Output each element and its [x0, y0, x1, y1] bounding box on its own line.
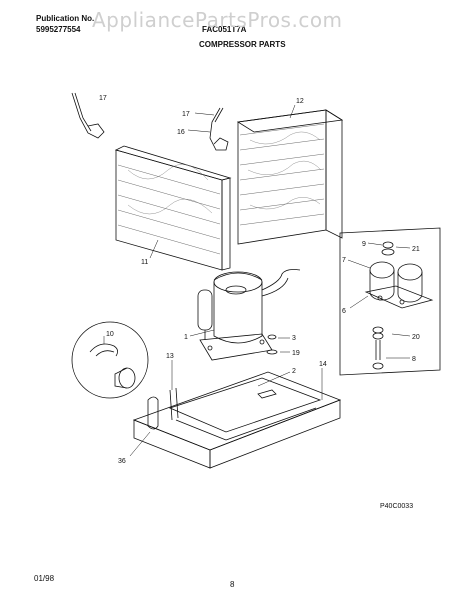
- callout-8: 8: [412, 356, 416, 363]
- diagram-code: P40C0033: [380, 503, 413, 510]
- evaporator-coil: [236, 109, 344, 245]
- callout-labels: 17 12 17 16 11 9 21 7 6 20 8 1 3 19 10 1…: [99, 95, 420, 465]
- callout-14: 14: [319, 361, 327, 368]
- leader-lines: [103, 104, 411, 457]
- callout-1: 1: [184, 334, 188, 341]
- callout-13: 13: [166, 353, 174, 360]
- capillary-tube: [209, 107, 229, 151]
- capillary-inset: [71, 92, 105, 139]
- callout-36: 36: [118, 458, 126, 465]
- watermark: AppliancePartsPros.com: [92, 8, 343, 32]
- callout-6: 6: [342, 308, 346, 315]
- callout-7: 7: [342, 257, 346, 264]
- overload-inset: [71, 321, 149, 399]
- callout-20: 20: [412, 334, 420, 341]
- model-number: FAC051T7A: [202, 25, 247, 34]
- callout-21: 21: [412, 246, 420, 253]
- condenser-coil: [114, 145, 232, 271]
- callout-9: 9: [362, 241, 366, 248]
- callout-11: 11: [141, 259, 148, 266]
- publication-number: 5995277554: [36, 25, 81, 34]
- parts-inset: [339, 227, 441, 376]
- compressor: [197, 269, 301, 361]
- callout-17a: 17: [99, 95, 107, 102]
- callout-12: 12: [296, 98, 304, 105]
- callout-16: 16: [177, 129, 185, 136]
- callout-10: 10: [106, 331, 114, 338]
- callout-2: 2: [292, 368, 296, 375]
- callout-17b: 17: [182, 111, 190, 118]
- callout-3: 3: [292, 335, 296, 342]
- publication-label: Publication No.: [36, 14, 95, 23]
- section-title: COMPRESSOR PARTS: [199, 40, 286, 49]
- footer-date: 01/98: [34, 574, 55, 583]
- base-pan: [132, 371, 342, 469]
- callout-19: 19: [292, 350, 300, 357]
- footer-page-number: 8: [230, 580, 235, 589]
